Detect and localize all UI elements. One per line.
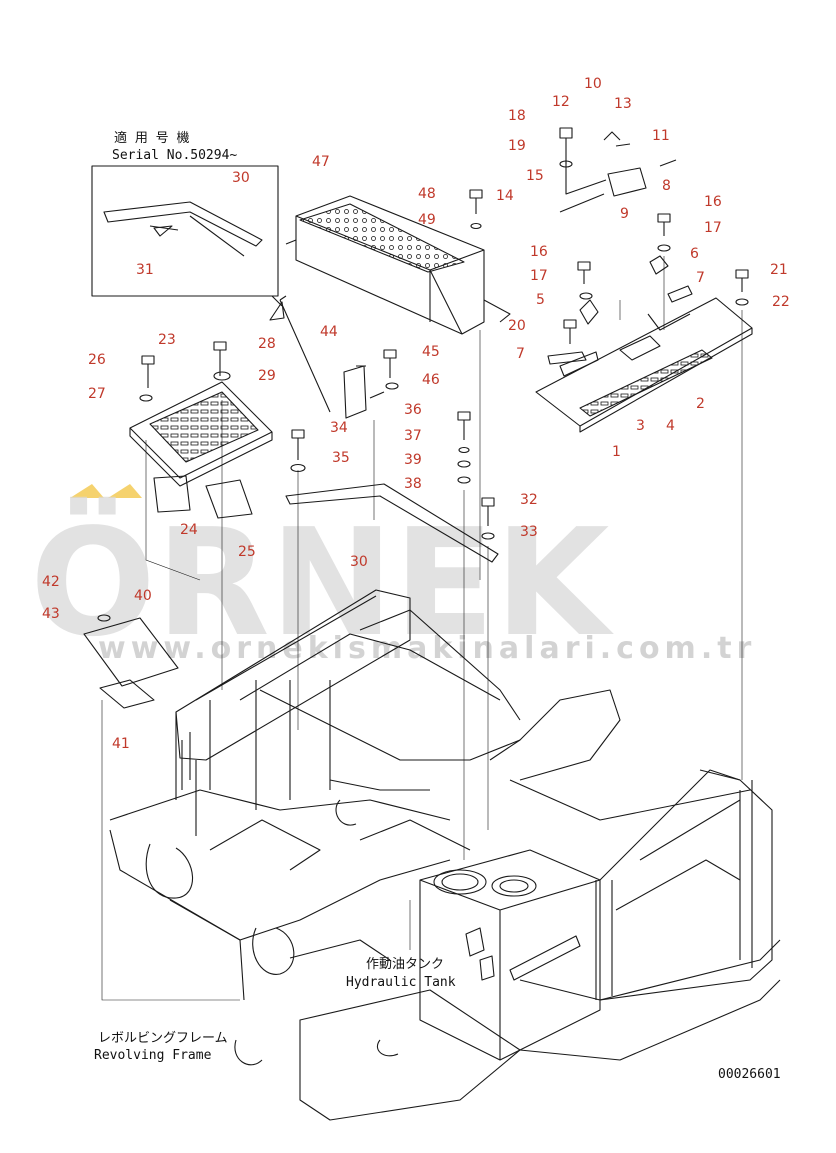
callout-number: 16 bbox=[704, 194, 722, 210]
callout-number: 29 bbox=[258, 368, 276, 384]
callout-number: 39 bbox=[404, 452, 422, 468]
callout-number: 10 bbox=[584, 76, 602, 92]
hydraulic-tank bbox=[419, 849, 601, 1061]
callout-number: 44 bbox=[320, 324, 338, 340]
callout-number: 31 bbox=[136, 262, 154, 278]
drawing-code: 00026601 bbox=[718, 1067, 781, 1082]
watermark-url: www.ornekismakinalari.com.tr bbox=[98, 631, 756, 666]
revolving-frame-label-en: Revolving Frame bbox=[94, 1048, 212, 1063]
callout-number: 46 bbox=[422, 372, 440, 388]
callout-number: 41 bbox=[112, 736, 130, 752]
part-1-plate bbox=[535, 297, 753, 433]
watermark-brand: ÖRNEK bbox=[30, 496, 615, 669]
callout-number: 17 bbox=[530, 268, 548, 284]
callout-number: 43 bbox=[42, 606, 60, 622]
callout-number: 37 bbox=[404, 428, 422, 444]
callout-number: 14 bbox=[496, 188, 514, 204]
callout-number: 24 bbox=[180, 522, 198, 538]
callout-number: 42 bbox=[42, 574, 60, 590]
callout-number: 3 bbox=[636, 418, 645, 434]
callout-number: 34 bbox=[330, 420, 348, 436]
part-23-grille bbox=[129, 381, 273, 487]
callout-number: 26 bbox=[88, 352, 106, 368]
callout-number: 49 bbox=[418, 212, 436, 228]
revolving-frame-label-jp: レボルビングフレーム bbox=[98, 1031, 228, 1046]
callout-number: 13 bbox=[614, 96, 632, 112]
callout-number: 40 bbox=[134, 588, 152, 604]
callout-number: 17 bbox=[704, 220, 722, 236]
pointer-arrow bbox=[271, 295, 331, 413]
revolving-frame bbox=[109, 589, 781, 1121]
serial-caption-en: Serial No.50294~ bbox=[112, 148, 237, 163]
part-47-cover bbox=[285, 195, 511, 335]
callout-number: 28 bbox=[258, 336, 276, 352]
inset-box bbox=[91, 165, 279, 297]
callout-number: 15 bbox=[526, 168, 544, 184]
bracket-cluster bbox=[547, 131, 693, 365]
callout-number: 16 bbox=[530, 244, 548, 260]
hydraulic-tank-label-en: Hydraulic Tank bbox=[346, 975, 456, 990]
callout-number: 33 bbox=[520, 524, 538, 540]
serial-caption-jp: 適 用 号 機 bbox=[114, 130, 189, 146]
line-art bbox=[83, 127, 781, 1121]
callout-number: 2 bbox=[696, 396, 705, 412]
callout-number: 11 bbox=[652, 128, 670, 144]
callout-number: 12 bbox=[552, 94, 570, 110]
callout-number: 19 bbox=[508, 138, 526, 154]
callout-number: 30 bbox=[350, 554, 368, 570]
part-41-pad bbox=[99, 679, 155, 709]
callout-number: 35 bbox=[332, 450, 350, 466]
callout-number: 4 bbox=[666, 418, 675, 434]
hydraulic-tank-label-jp: 作動油タンク bbox=[366, 957, 444, 972]
alignment-lines bbox=[101, 256, 743, 1001]
callout-number: 32 bbox=[520, 492, 538, 508]
callout-number: 23 bbox=[158, 332, 176, 348]
callout-number: 21 bbox=[770, 262, 788, 278]
callouts: 10 12 13 18 11 19 15 8 47 48 14 9 49 16 … bbox=[42, 76, 790, 752]
callout-number: 6 bbox=[690, 246, 699, 262]
part-30-plate bbox=[285, 365, 499, 563]
callout-number: 20 bbox=[508, 318, 526, 334]
callout-number: 30 bbox=[232, 170, 250, 186]
callout-number: 36 bbox=[404, 402, 422, 418]
callout-number: 22 bbox=[772, 294, 790, 310]
callout-number: 18 bbox=[508, 108, 526, 124]
callout-number: 38 bbox=[404, 476, 422, 492]
part-24-pad bbox=[153, 475, 191, 513]
callout-number: 48 bbox=[418, 186, 436, 202]
part-25-pad bbox=[205, 479, 253, 519]
callout-number: 45 bbox=[422, 344, 440, 360]
callout-number: 1 bbox=[612, 444, 621, 460]
watermark: ÖRNEK www.ornekismakinalari.com.tr bbox=[30, 484, 756, 669]
inset-part-30 bbox=[103, 201, 263, 247]
callout-number: 8 bbox=[662, 178, 671, 194]
callout-number: 25 bbox=[238, 544, 256, 560]
callout-number: 27 bbox=[88, 386, 106, 402]
part-40-pad bbox=[83, 617, 179, 687]
callout-number: 5 bbox=[536, 292, 545, 308]
callout-number: 7 bbox=[516, 346, 525, 362]
callout-number: 47 bbox=[312, 154, 330, 170]
callout-number: 9 bbox=[620, 206, 629, 222]
callout-number: 7 bbox=[696, 270, 705, 286]
